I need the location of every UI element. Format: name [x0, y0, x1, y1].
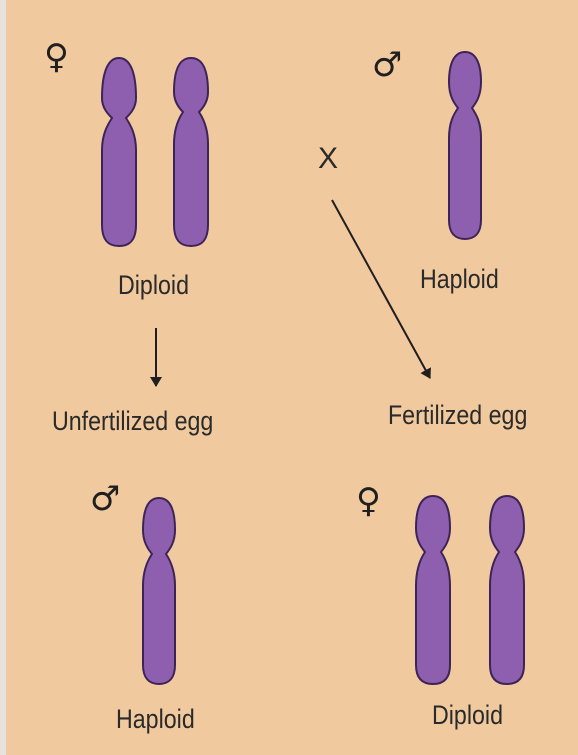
- chromosome: [449, 52, 481, 239]
- chromosome: [102, 58, 136, 246]
- male-symbol: ♂: [90, 482, 120, 516]
- diploid-label: Diploid: [118, 272, 189, 299]
- chromosome: [143, 498, 175, 684]
- unfertilized-egg-label: Unfertilized egg: [52, 408, 213, 435]
- haploid-label: Haploid: [116, 706, 195, 733]
- haploid-label: Haploid: [420, 266, 499, 293]
- female-symbol: ♀: [44, 40, 69, 74]
- fertilized-egg-label: Fertilized egg: [388, 402, 527, 429]
- male-symbol: ♂: [372, 48, 402, 82]
- chromosome: [416, 496, 450, 684]
- diploid-label: Diploid: [432, 702, 503, 729]
- female-symbol: ♀: [356, 484, 381, 518]
- chromosome: [490, 496, 524, 684]
- cross-symbol: X: [318, 144, 338, 174]
- arrow: [332, 200, 430, 378]
- chromosome: [174, 58, 208, 246]
